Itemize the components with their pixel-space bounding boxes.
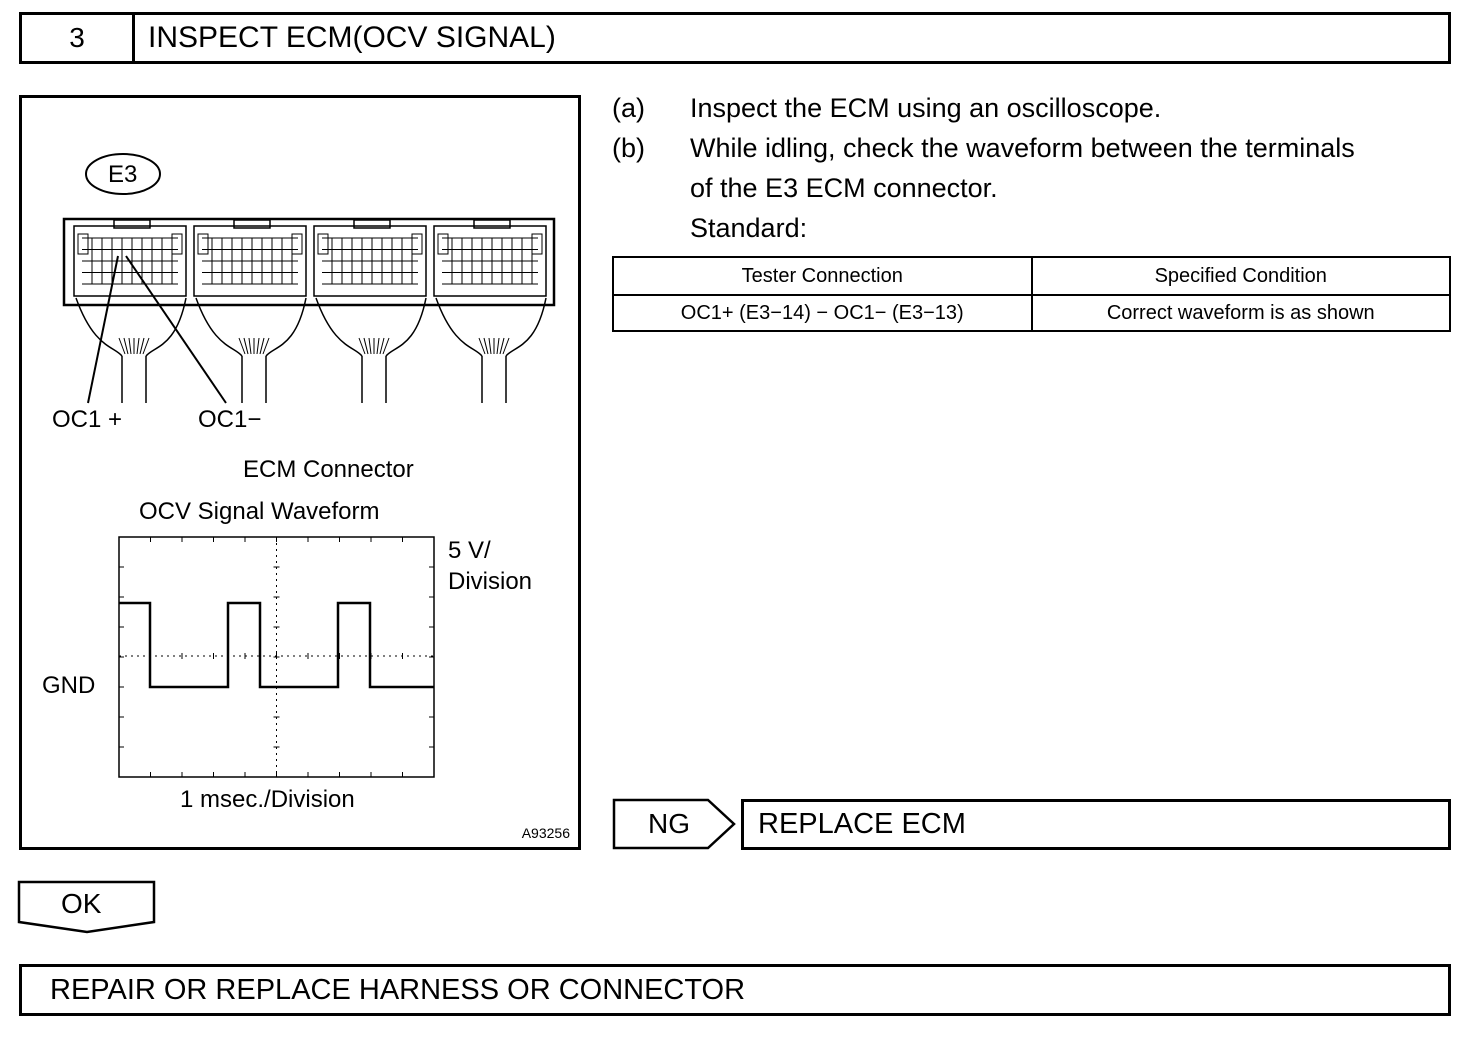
table-cell: OC1+ (E3−14) − OC1− (E3−13): [612, 294, 1033, 332]
standard-label: Standard:: [690, 213, 808, 243]
instruction-b: (b) While idling, check the waveform bet…: [612, 128, 1457, 208]
final-action-box: REPAIR OR REPLACE HARNESS OR CONNECTOR: [19, 964, 1451, 1016]
step-number: 3: [22, 15, 135, 61]
ground-label: GND: [42, 672, 96, 699]
terminal-plus-label: OC1 +: [52, 406, 123, 433]
instruction-a: (a) Inspect the ECM using an oscilloscop…: [612, 88, 1457, 128]
table-cell: Correct waveform is as shown: [1030, 294, 1451, 332]
table-header-row: Tester Connection Specified Condition: [612, 256, 1451, 296]
spec-table: Tester Connection Specified Condition OC…: [612, 256, 1451, 332]
waveform-title: OCV Signal Waveform: [139, 498, 380, 525]
instruction-key: (b): [612, 133, 645, 163]
connector-block: [73, 219, 187, 403]
step-title: INSPECT ECM(OCV SIGNAL): [148, 21, 556, 54]
instruction-text: While idling, check the waveform between…: [690, 128, 1457, 208]
instruction-line: of the E3 ECM connector.: [690, 173, 998, 203]
terminal-minus-label: OC1−: [198, 406, 262, 433]
time-scale-label: 1 msec./Division: [180, 786, 355, 813]
step-header: 3 INSPECT ECM(OCV SIGNAL): [19, 12, 1451, 64]
connector-block: [433, 219, 547, 403]
oscilloscope-grid: [119, 537, 434, 777]
connector-blocks: [73, 219, 547, 403]
connector-illustration: [62, 153, 556, 778]
ng-label: NG: [648, 808, 690, 839]
ocv-waveform-trace: [119, 601, 434, 689]
table-row: OC1+ (E3−14) − OC1− (E3−13) Correct wave…: [612, 294, 1451, 332]
voltage-scale-division-label: Division: [448, 568, 533, 595]
ng-branch-arrow: NG: [612, 798, 736, 850]
connector-block: [313, 219, 427, 403]
instruction-text: Inspect the ECM using an oscilloscope.: [690, 93, 1162, 123]
ok-label: OK: [61, 888, 102, 919]
connector-caption: ECM Connector: [243, 456, 414, 483]
instruction-line: While idling, check the waveform between…: [690, 133, 1355, 163]
column-header: Specified Condition: [1030, 256, 1451, 296]
ok-branch-arrow: OK: [17, 880, 157, 935]
figure-id: A93256: [521, 825, 570, 841]
connector-waveform-figure: E3 OC1 + OC1− ECM Connector OCV Signal W…: [19, 95, 581, 850]
instruction-key: (a): [612, 93, 645, 123]
connector-id-label: E3: [108, 161, 138, 188]
voltage-scale-label: 5 V/: [448, 537, 491, 564]
column-header: Tester Connection: [612, 256, 1033, 296]
instruction-list: (a) Inspect the ECM using an oscilloscop…: [612, 88, 1457, 248]
connector-block: [193, 219, 307, 403]
ng-result-box: REPLACE ECM: [741, 799, 1451, 850]
